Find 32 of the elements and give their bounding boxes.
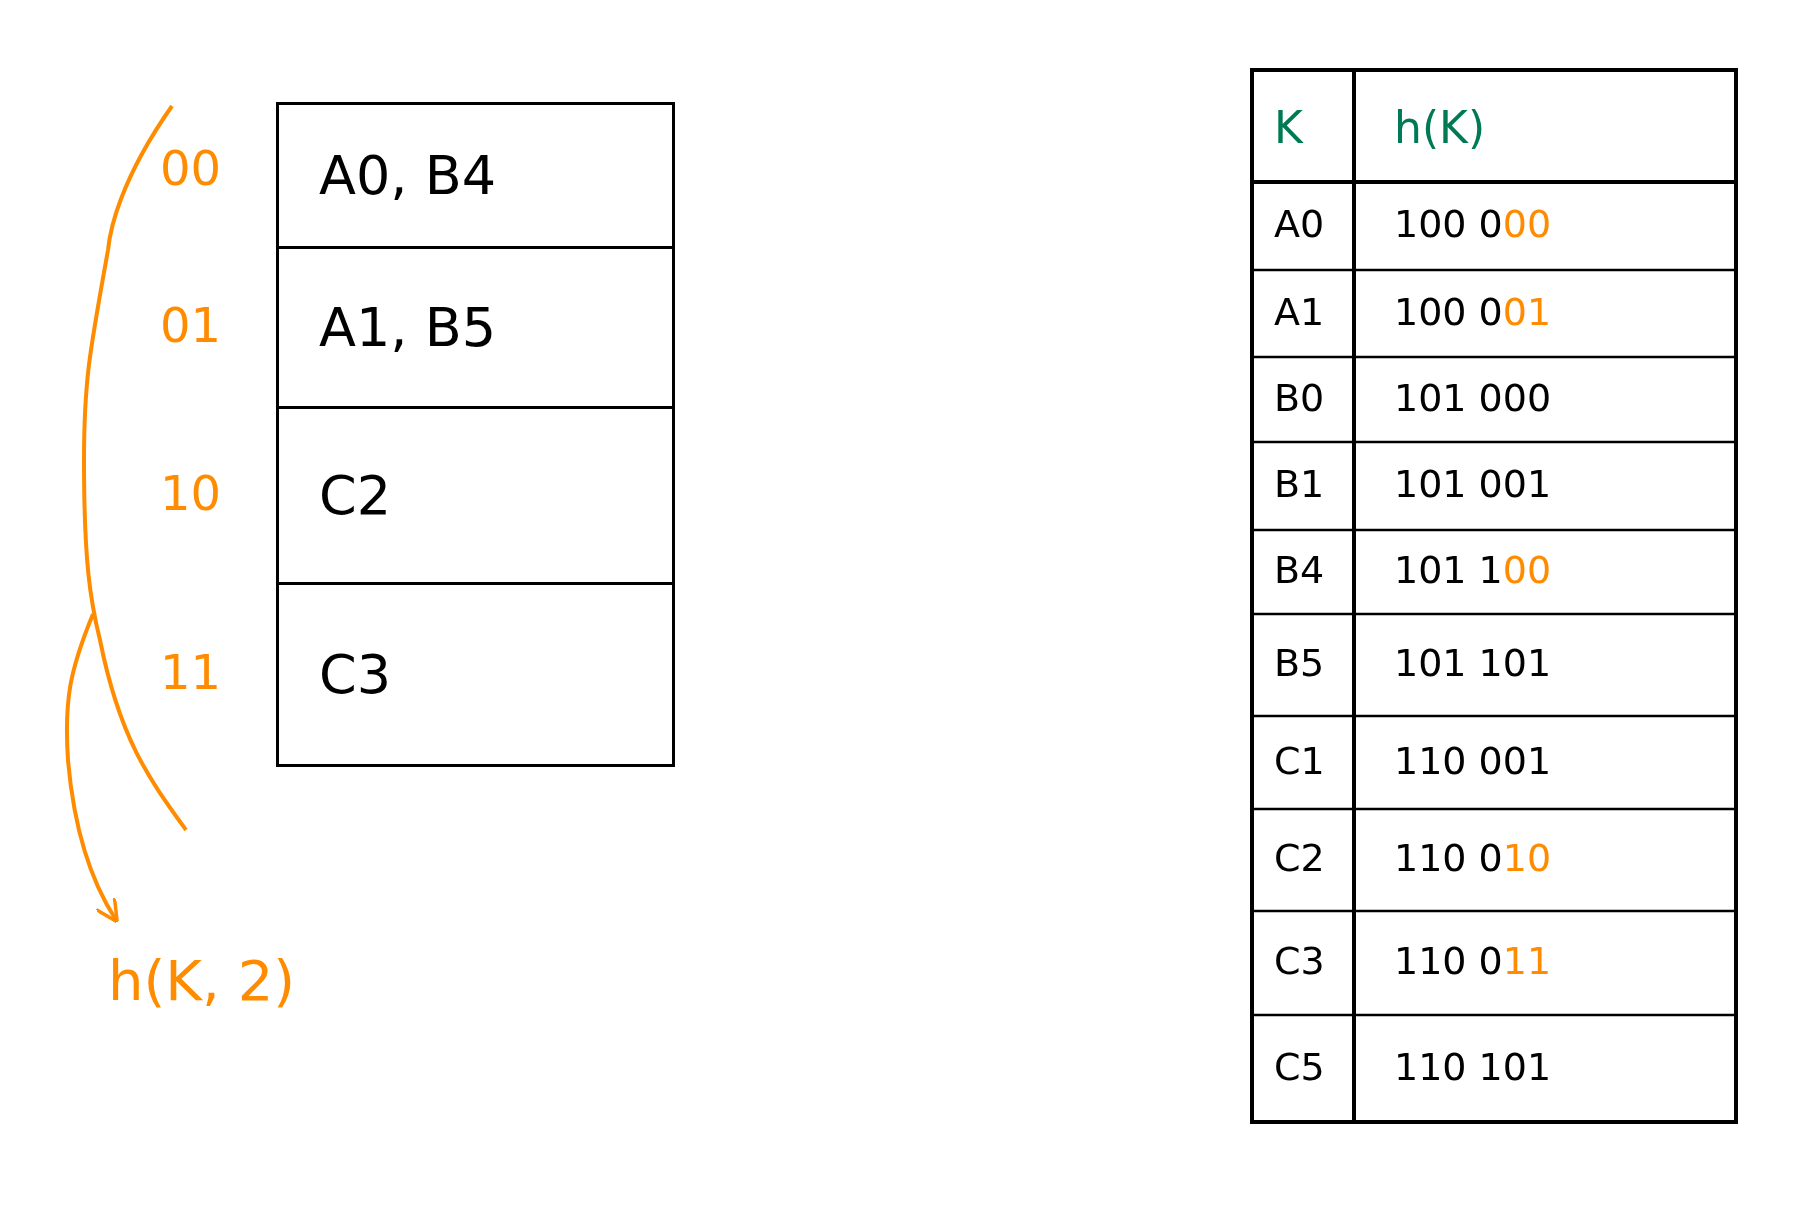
hash-value-cell: 110 101 <box>1394 1044 1552 1089</box>
key-cell: A0 <box>1274 202 1325 246</box>
hash-value-cell: 101 000 <box>1394 375 1552 420</box>
bucket-index: 00 <box>160 140 222 196</box>
bucket-cell: A1, B5 <box>276 249 675 409</box>
bucket-index: 10 <box>160 465 222 521</box>
key-cell: C2 <box>1274 836 1325 880</box>
column-header: h(K) <box>1394 102 1486 153</box>
bucket-index: 11 <box>160 644 222 700</box>
hash-value-cell: 110 010 <box>1394 836 1552 880</box>
bucket-cell: C3 <box>276 585 675 767</box>
hash-value-cell: 110 001 <box>1394 738 1552 783</box>
column-header: K <box>1274 102 1303 153</box>
bucket-cell: C2 <box>276 409 675 585</box>
hash-value-cell: 100 001 <box>1394 289 1552 334</box>
key-cell: C1 <box>1274 738 1325 783</box>
hash-value-cell: 101 101 <box>1394 641 1552 685</box>
key-cell: C5 <box>1274 1044 1325 1089</box>
key-cell: A1 <box>1274 289 1325 334</box>
key-cell: B5 <box>1274 641 1325 685</box>
bucket-cell: A0, B4 <box>276 102 675 249</box>
bucket-index: 01 <box>160 297 222 353</box>
hash-value-cell: 100 000 <box>1394 202 1552 246</box>
hash-value-cell: 101 001 <box>1394 462 1552 506</box>
key-cell: B1 <box>1274 462 1325 506</box>
key-cell: B0 <box>1274 375 1325 420</box>
hash-value-cell: 110 011 <box>1394 939 1552 983</box>
hash-value-cell: 101 100 <box>1394 548 1552 592</box>
function-label: h(K, 2) <box>108 940 308 1020</box>
arrow <box>64 613 119 924</box>
key-cell: B4 <box>1274 548 1325 592</box>
key-cell: C3 <box>1274 939 1325 983</box>
